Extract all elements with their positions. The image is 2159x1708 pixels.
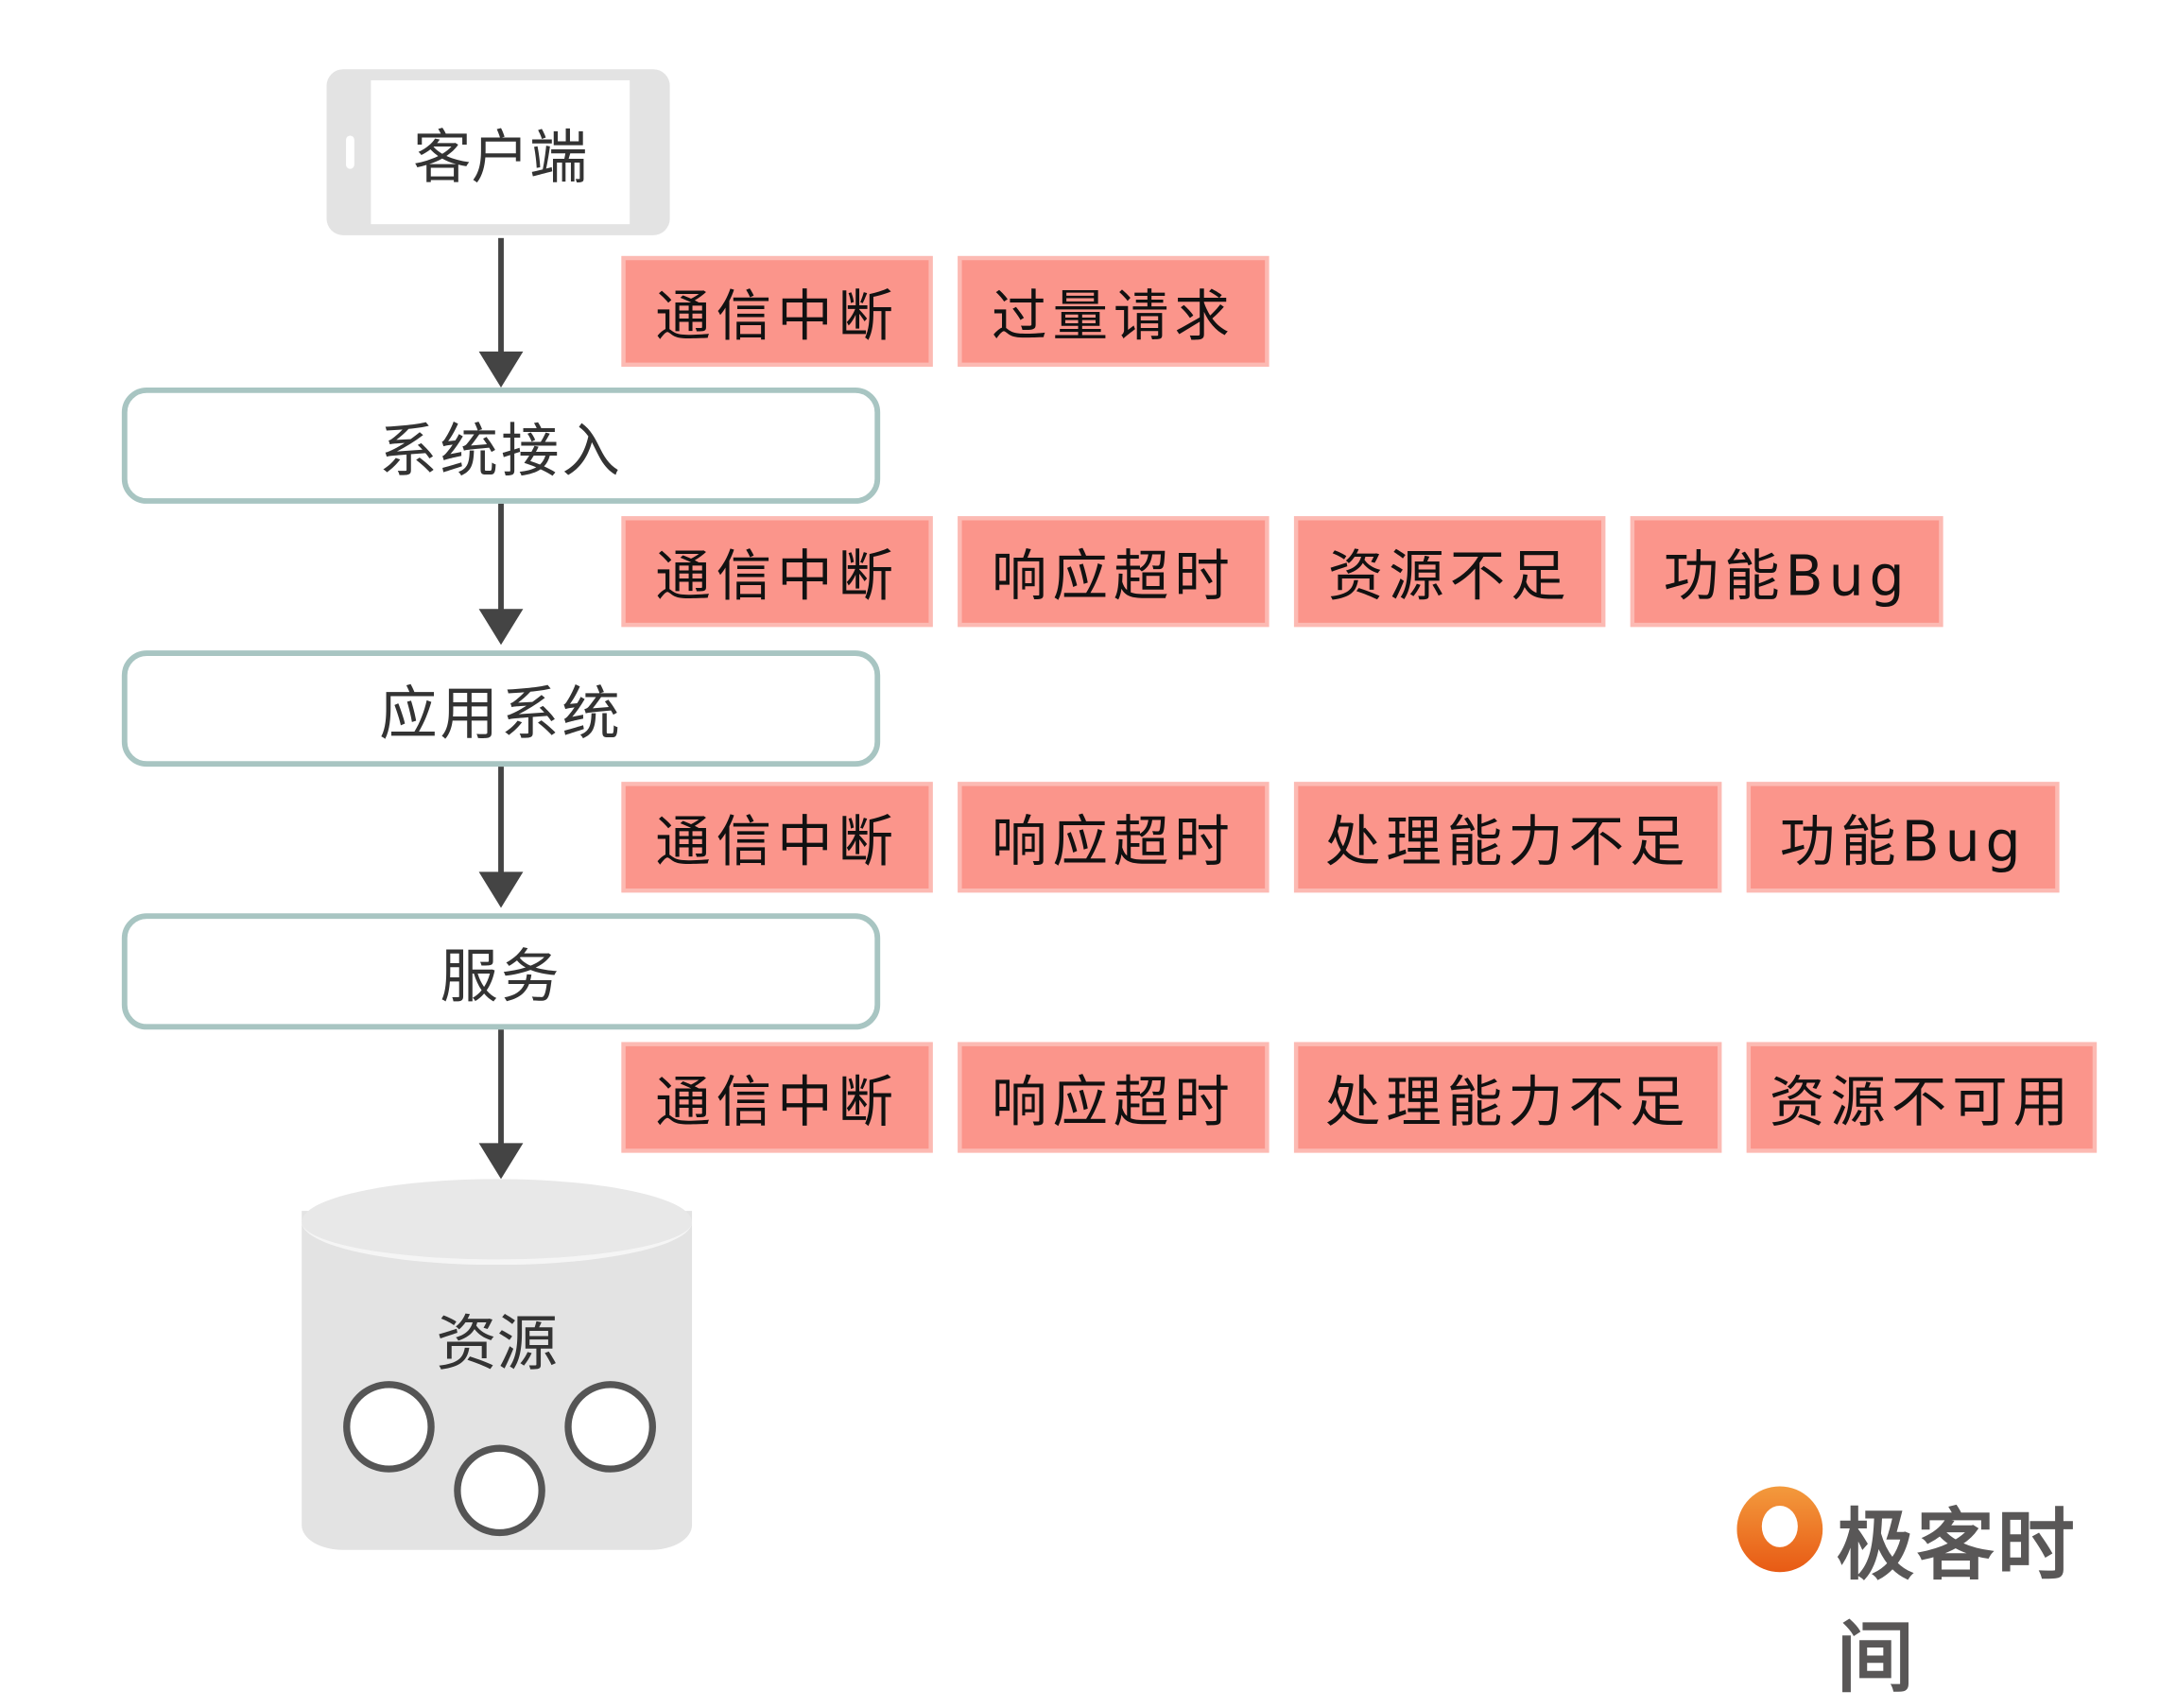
failure-tag: 响应超时 — [958, 782, 1269, 893]
failure-tag: 响应超时 — [958, 516, 1269, 628]
arrow-down-icon — [478, 609, 524, 646]
resource-circle-icon — [454, 1444, 545, 1537]
failure-tag: 处理能力不足 — [1293, 1042, 1722, 1153]
failure-tag: 通信中断 — [621, 516, 933, 628]
failure-tag: 资源不足 — [1293, 516, 1606, 628]
arrow-down-icon — [478, 1143, 524, 1180]
arrow-down-icon — [478, 871, 524, 908]
arrow-line — [498, 237, 504, 357]
failure-tag: 过量请求 — [958, 255, 1269, 367]
failure-tag: 通信中断 — [621, 255, 933, 367]
phone-button-icon — [346, 135, 354, 169]
client-phone: 客户端 — [326, 69, 670, 235]
logo-text: 极客时间 — [1836, 1501, 2078, 1704]
failure-tag: 通信中断 — [621, 1042, 933, 1153]
arrow-line — [498, 503, 504, 612]
failure-diagram: 客户端 系统接入 应用系统 服务 通信中断 过量请求 通信中断 响应超时 资源不… — [121, 69, 2151, 1703]
arrow-down-icon — [478, 351, 524, 388]
resource-label: 资源 — [436, 1309, 559, 1380]
resource-cylinder-top — [302, 1179, 693, 1266]
failure-tag: 资源不可用 — [1746, 1042, 2098, 1153]
failure-tag: 通信中断 — [621, 782, 933, 893]
geektime-logo: 极客时间 — [1736, 1484, 2151, 1703]
layer-service: 服务 — [121, 913, 881, 1030]
failure-tag: 响应超时 — [958, 1042, 1269, 1153]
arrow-line — [498, 1029, 504, 1147]
resource-circle-icon — [343, 1381, 435, 1473]
client-label: 客户端 — [371, 79, 630, 225]
layer-application: 应用系统 — [121, 650, 881, 768]
failure-tag: 功能Bug — [1746, 782, 2060, 893]
resource-circle-icon — [564, 1381, 656, 1473]
arrow-line — [498, 767, 504, 875]
layer-system-access: 系统接入 — [121, 387, 881, 504]
failure-tag: 功能Bug — [1630, 516, 1943, 628]
geektime-logo-icon — [1736, 1486, 1823, 1573]
failure-tag: 处理能力不足 — [1293, 782, 1722, 893]
